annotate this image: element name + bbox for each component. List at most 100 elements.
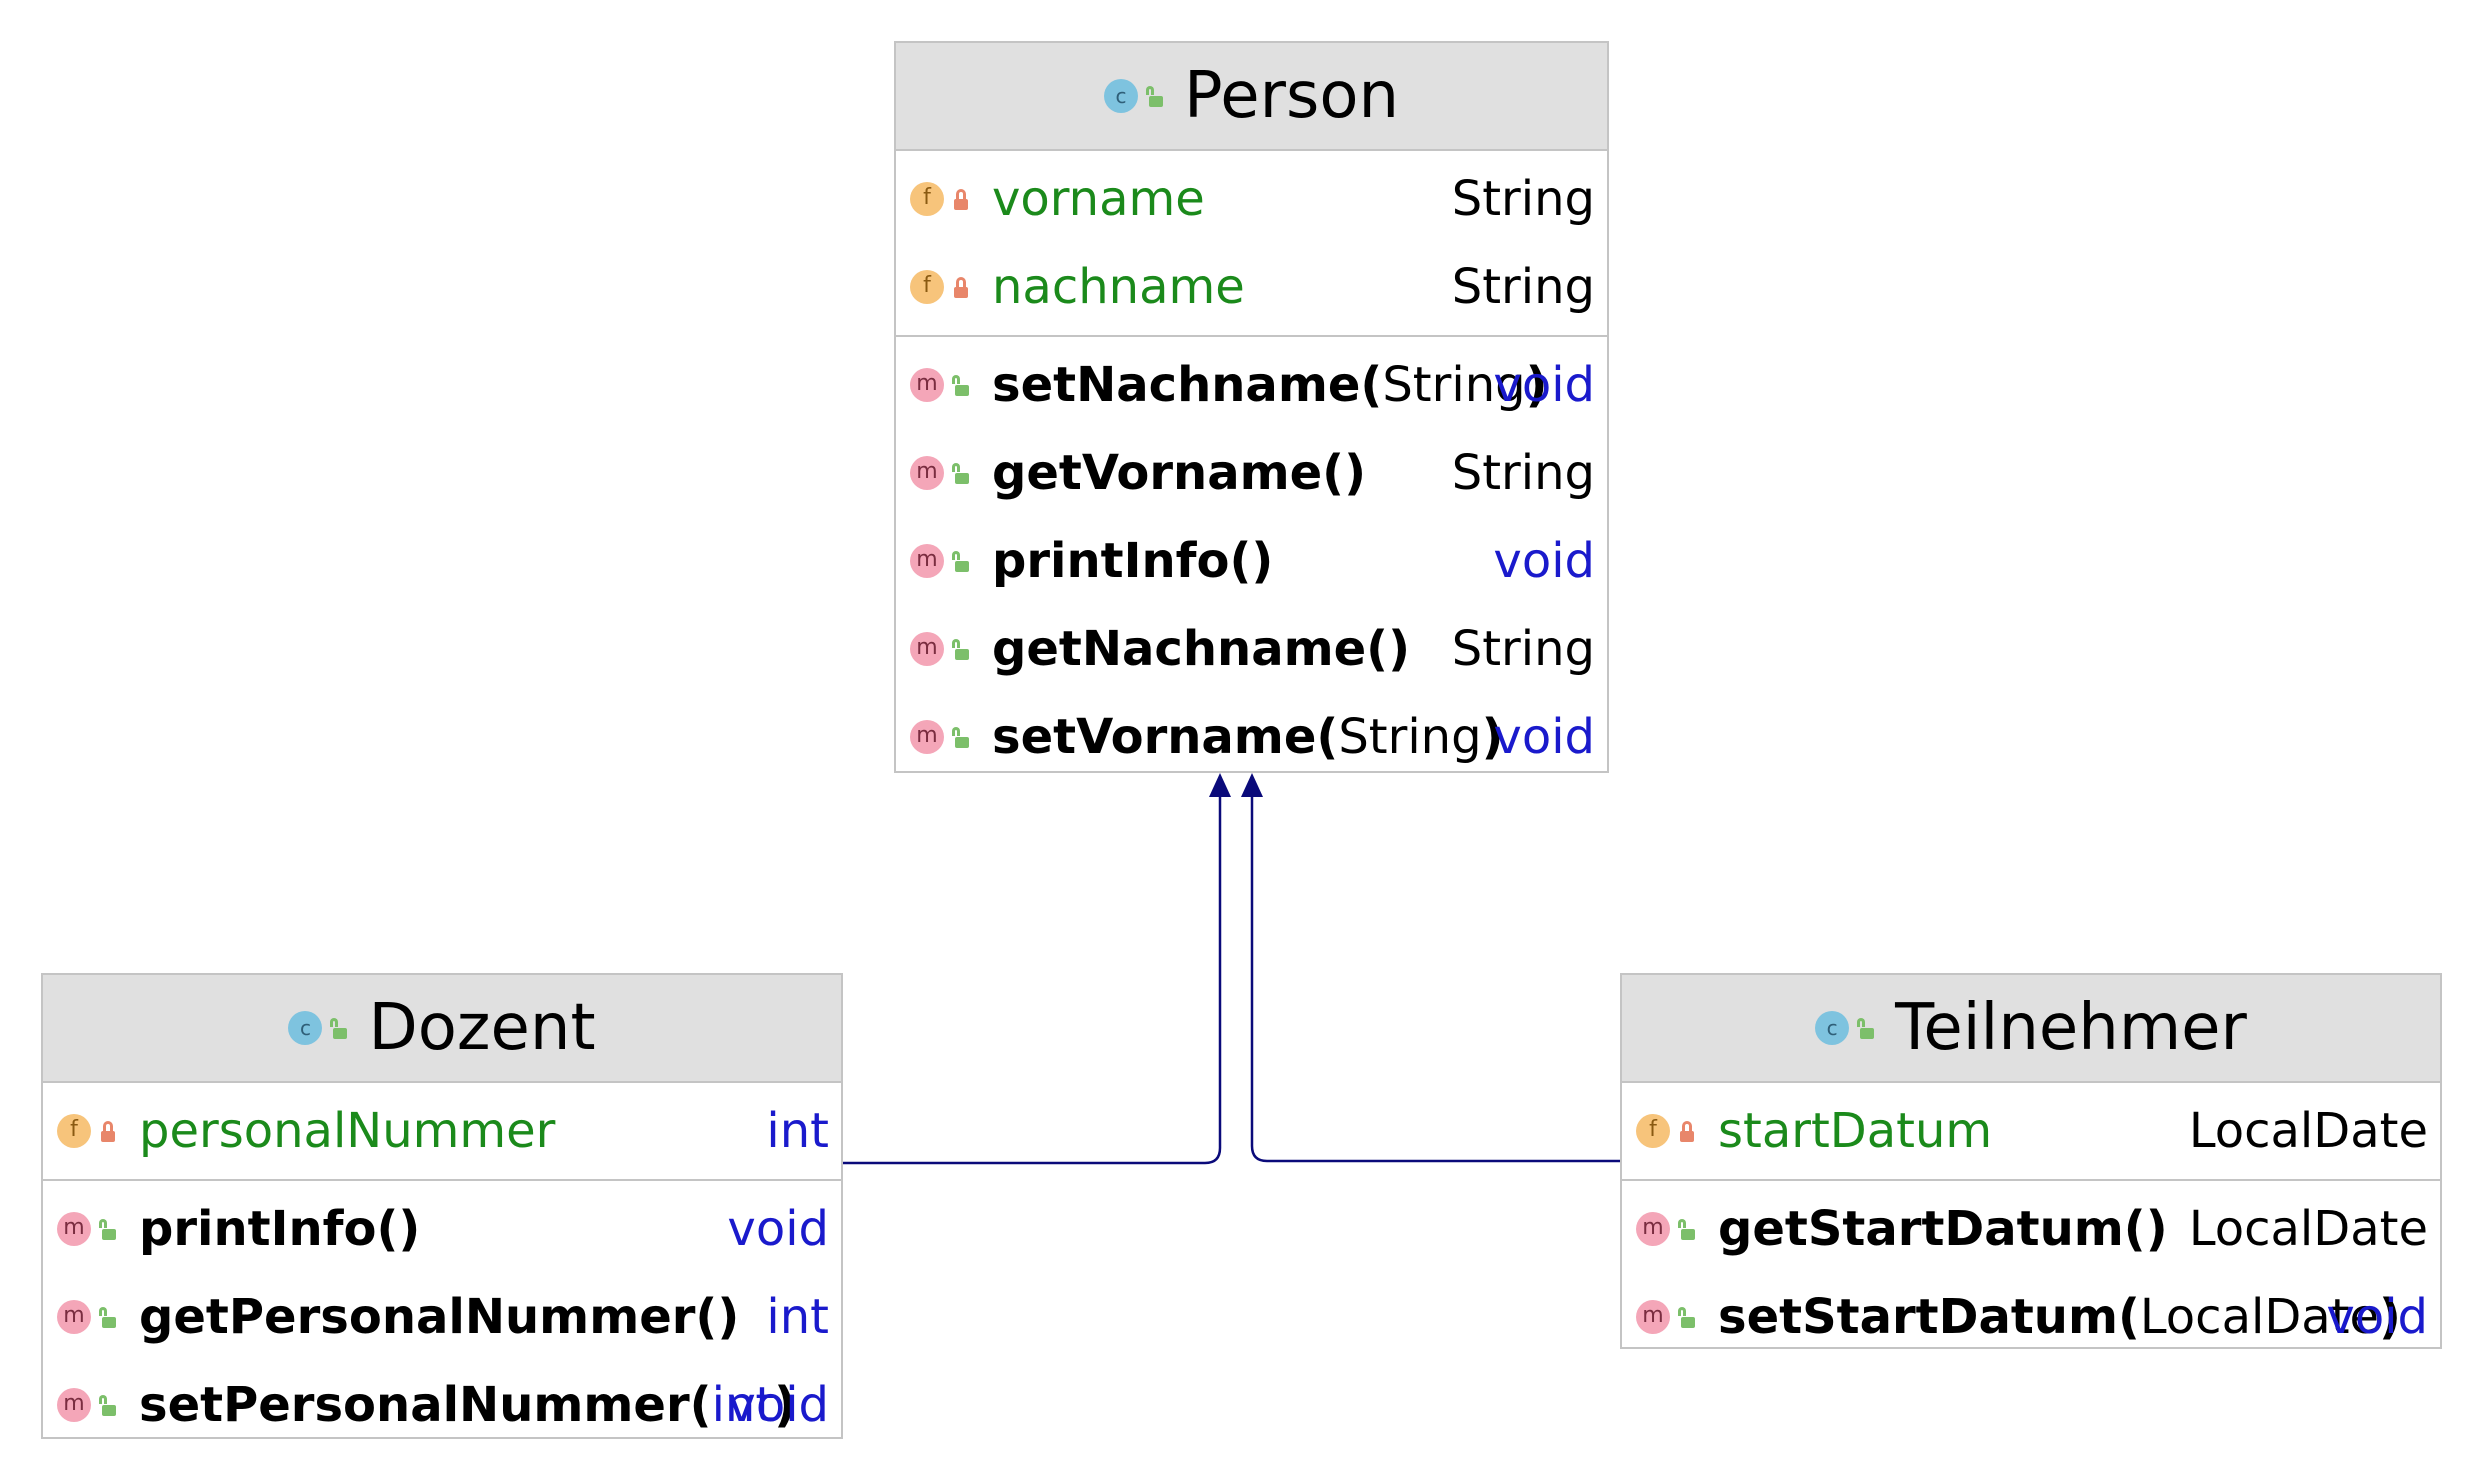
class-icon: c — [288, 1011, 323, 1045]
public-lock-icon — [99, 1394, 117, 1416]
method-row[interactable]: m getPersonalNummer() int — [43, 1273, 841, 1361]
method-row[interactable]: m getNachname() String — [896, 605, 1607, 693]
method-icon: m — [57, 1212, 91, 1246]
class-box-dozent[interactable]: c Dozent f personalNummer int m printInf… — [41, 973, 843, 1439]
public-lock-icon — [1145, 85, 1164, 107]
method-param: String — [1338, 709, 1482, 765]
method-name: setVorname(String) — [992, 709, 1504, 765]
method-icon: m — [910, 632, 944, 666]
method-icon: m — [57, 1300, 91, 1334]
method-icon: m — [910, 368, 944, 402]
field-icon: f — [910, 270, 944, 304]
method-row[interactable]: m setVorname(String) void — [896, 693, 1607, 781]
method-row[interactable]: m printInfo() void — [43, 1185, 841, 1273]
method-return-type: LocalDate — [2188, 1201, 2428, 1257]
method-row[interactable]: m getVorname() String — [896, 429, 1607, 517]
method-name: printInfo() — [139, 1201, 421, 1257]
method-return-type: void — [727, 1377, 829, 1433]
field-type: LocalDate — [2188, 1103, 2428, 1159]
fields-section: f startDatum LocalDate — [1622, 1083, 2440, 1181]
class-name: Dozent — [368, 991, 596, 1065]
inheritance-line-dozent — [843, 788, 1222, 1165]
class-name: Person — [1183, 59, 1400, 133]
class-box-person[interactable]: c Person f vorname String f nachname Str… — [894, 41, 1609, 773]
method-return-type: String — [1451, 445, 1595, 501]
method-name: setStartDatum(LocalDate) — [1718, 1289, 2401, 1345]
public-lock-icon — [99, 1218, 117, 1240]
public-lock-icon — [1678, 1306, 1696, 1328]
method-name: getPersonalNummer() — [139, 1289, 740, 1345]
method-icon: m — [1636, 1300, 1670, 1334]
public-lock-icon — [952, 726, 970, 748]
class-header: c Dozent — [43, 975, 841, 1083]
public-lock-icon — [952, 462, 970, 484]
method-row[interactable]: m setNachname(String) void — [896, 341, 1607, 429]
method-icon: m — [910, 456, 944, 490]
method-param: int — [711, 1377, 775, 1433]
inheritance-arrowhead-teilnehmer — [1241, 773, 1263, 797]
class-name: Teilnehmer — [1895, 991, 2247, 1065]
private-lock-icon — [1678, 1120, 1696, 1142]
field-type: String — [1451, 259, 1595, 315]
field-row[interactable]: f vorname String — [896, 155, 1607, 243]
inheritance-line-teilnehmer — [1250, 788, 1620, 1163]
method-param: String — [1382, 357, 1526, 413]
method-name: getStartDatum() — [1718, 1201, 2168, 1257]
methods-section: m setNachname(String) void m getVorname(… — [896, 337, 1607, 785]
method-row[interactable]: m setStartDatum(LocalDate) void — [1622, 1273, 2440, 1361]
public-lock-icon — [952, 374, 970, 396]
method-return-type: void — [1493, 357, 1595, 413]
public-lock-icon — [1678, 1218, 1696, 1240]
public-lock-icon — [952, 550, 970, 572]
method-return-type: String — [1451, 621, 1595, 677]
method-icon: m — [57, 1388, 91, 1422]
field-name: nachname — [992, 259, 1245, 315]
field-name: startDatum — [1718, 1103, 1993, 1159]
field-icon: f — [910, 182, 944, 216]
method-param: LocalDate — [2139, 1289, 2380, 1345]
public-lock-icon — [1857, 1017, 1875, 1039]
field-icon: f — [1636, 1114, 1670, 1148]
field-name: vorname — [992, 171, 1205, 227]
method-icon: m — [910, 720, 944, 754]
class-box-teilnehmer[interactable]: c Teilnehmer f startDatum LocalDate m ge… — [1620, 973, 2442, 1349]
method-row[interactable]: m setPersonalNummer(int) void — [43, 1361, 841, 1449]
method-row[interactable]: m printInfo() void — [896, 517, 1607, 605]
public-lock-icon — [99, 1306, 117, 1328]
method-name: getNachname() — [992, 621, 1411, 677]
field-row[interactable]: f startDatum LocalDate — [1622, 1087, 2440, 1175]
field-type: String — [1451, 171, 1595, 227]
methods-section: m getStartDatum() LocalDate m setStartDa… — [1622, 1181, 2440, 1365]
inheritance-arrowhead-dozent — [1209, 773, 1231, 797]
fields-section: f personalNummer int — [43, 1083, 841, 1181]
method-return-type: void — [2326, 1289, 2428, 1345]
method-icon: m — [1636, 1212, 1670, 1246]
method-return-type: void — [1493, 533, 1595, 589]
field-row[interactable]: f personalNummer int — [43, 1087, 841, 1175]
method-return-type: void — [727, 1201, 829, 1257]
fields-section: f vorname String f nachname String — [896, 151, 1607, 337]
public-lock-icon — [952, 638, 970, 660]
method-return-type: void — [1493, 709, 1595, 765]
private-lock-icon — [952, 188, 970, 210]
method-return-type: int — [766, 1289, 829, 1345]
class-icon: c — [1103, 79, 1138, 113]
private-lock-icon — [952, 276, 970, 298]
method-icon: m — [910, 544, 944, 578]
method-row[interactable]: m getStartDatum() LocalDate — [1622, 1185, 2440, 1273]
methods-section: m printInfo() void m getPersonalNummer()… — [43, 1181, 841, 1453]
public-lock-icon — [330, 1017, 348, 1039]
field-type: int — [766, 1103, 829, 1159]
method-name: printInfo() — [992, 533, 1274, 589]
field-icon: f — [57, 1114, 91, 1148]
method-name: setPersonalNummer(int) — [139, 1377, 797, 1433]
private-lock-icon — [99, 1120, 117, 1142]
field-row[interactable]: f nachname String — [896, 243, 1607, 331]
class-icon: c — [1815, 1011, 1850, 1045]
class-header: c Person — [896, 43, 1607, 151]
method-name: getVorname() — [992, 445, 1367, 501]
method-name: setNachname(String) — [992, 357, 1548, 413]
field-name: personalNummer — [139, 1103, 556, 1159]
class-header: c Teilnehmer — [1622, 975, 2440, 1083]
